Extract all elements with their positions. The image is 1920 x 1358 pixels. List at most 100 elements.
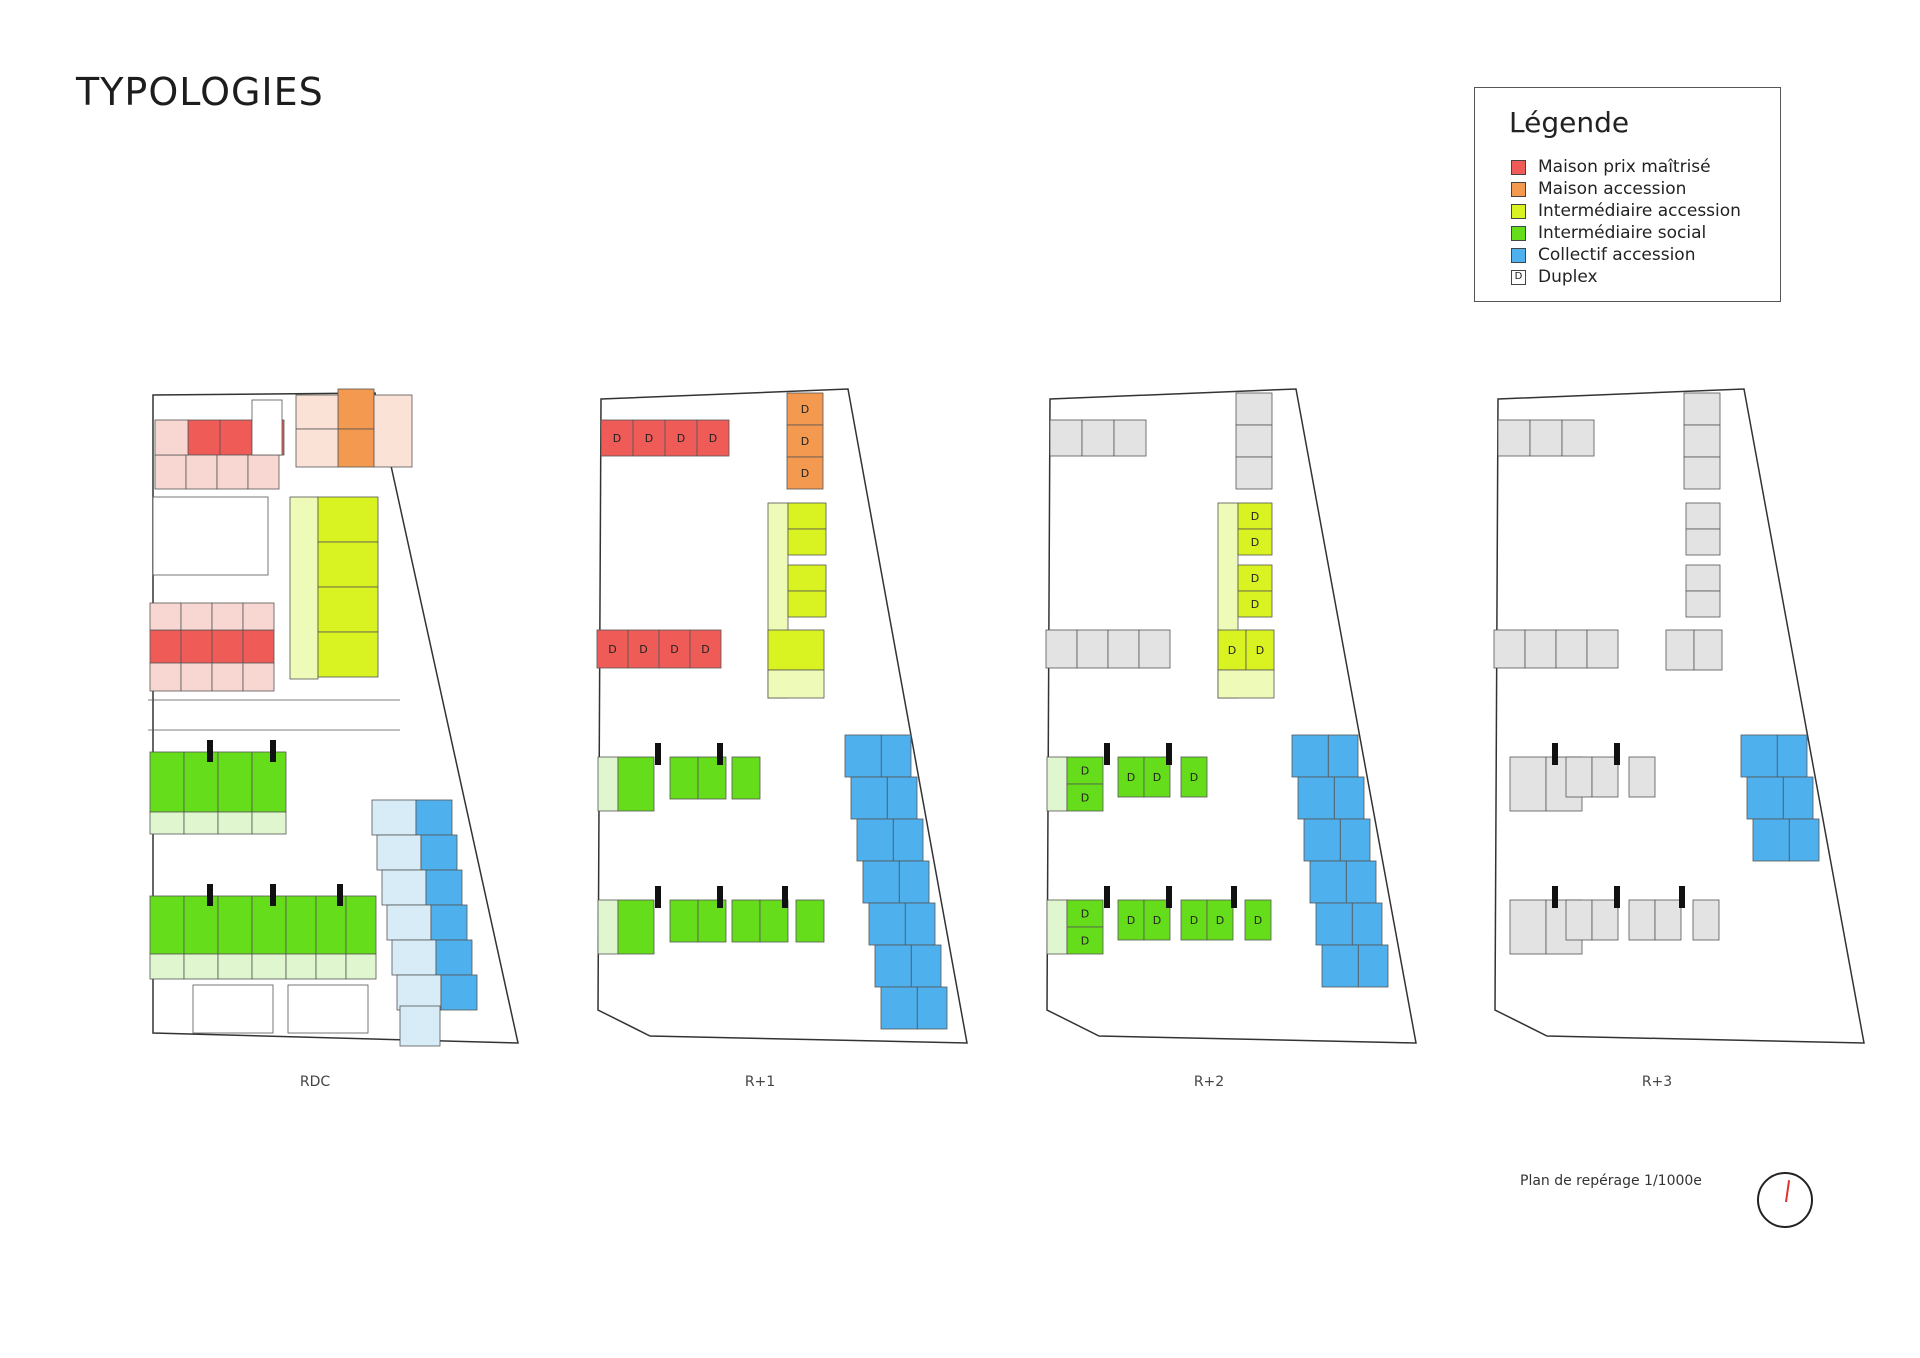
maison-light-unit [295,428,339,468]
stair-core [270,884,276,906]
collectif-unit [1740,734,1778,778]
intermediaire-social-light [285,953,317,980]
maison-prix-maitrise-unit [689,629,722,669]
plan-label-rdc: RDC [300,1074,331,1090]
inactive-unit [1565,899,1593,941]
maison-prix-maitrise-unit [187,419,221,456]
legend-list: Maison prix maîtrisé Maison accession In… [1511,156,1741,288]
intermediaire-social-light [315,953,347,980]
maison-prix-maitrise-unit [632,419,666,457]
intermediaire-social-light [217,953,253,980]
intermediaire-social-unit [669,756,699,800]
legend-label: Collectif accession [1538,245,1696,265]
duplex-mark: D [639,643,647,656]
intermediaire-social-light [149,953,185,980]
inactive-unit [1493,629,1526,669]
duplex-mark: D [1251,536,1259,549]
collectif-unit [1782,776,1814,820]
collectif-unit [1309,860,1347,904]
intermediaire-social-unit [251,895,287,955]
scale-note: Plan de repérage 1/1000e [1520,1173,1702,1189]
intermediaire-social-unit [345,895,377,955]
intermediaire-accession-light [289,496,319,680]
maison-prix-maitrise-unit [219,419,253,456]
collectif-unit [880,986,918,1030]
intermediaire-social-unit [669,899,699,943]
plan-r3 [1493,388,1865,1044]
inactive-unit [1591,899,1619,941]
collectif-unit [440,974,478,1011]
inactive-unit [1113,419,1147,457]
stair-core [270,740,276,762]
collectif-unit [904,902,936,946]
intermediaire-social-unit [617,899,655,955]
stair-core [717,886,723,908]
duplex-mark: D [1190,771,1198,784]
intermediaire-accession-unit [787,502,827,530]
maison-prix-maitrise-unit [627,629,660,669]
inactive-unit [1138,629,1171,669]
collectif-unit [868,902,906,946]
intermediaire-accession-unit [787,564,827,592]
intermediaire-social-light [597,756,619,812]
collectif-unit [430,904,468,941]
maison-light-unit [247,454,280,490]
legend-label: Duplex [1538,267,1598,287]
maison-prix-maitrise-unit [600,419,634,457]
inactive-unit [1628,899,1656,941]
intermediaire-accession-light [767,669,825,699]
inactive-unit [1628,756,1656,798]
duplex-mark: D [1081,792,1089,805]
stair-core [717,743,723,765]
plan-label-r2: R+2 [1194,1074,1224,1090]
duplex-mark: D [1127,914,1135,927]
duplex-mark: D [1190,914,1198,927]
legend-title: Légende [1509,106,1630,139]
collectif-unit [1297,776,1335,820]
intermediaire-social-light [149,811,185,835]
maison-accession-unit [337,388,375,430]
intermediaire-social-unit [251,751,287,813]
legend: Légende Maison prix maîtrisé Maison acce… [1474,87,1781,302]
duplex-mark: D [670,643,678,656]
collectif-unit [1357,944,1389,988]
collectif-unit [386,904,432,941]
duplex-mark: D [645,432,653,445]
inactive-unit [1235,424,1273,458]
maison-light-unit [211,662,244,692]
inactive-unit [1524,629,1557,669]
stair-core [1166,743,1172,765]
collectif-unit [376,834,422,871]
maison-light-unit [211,602,244,631]
inactive-unit [1692,899,1720,941]
intermediaire-social-unit [731,899,761,943]
collectif-unit [391,939,437,976]
inactive-unit [1561,419,1595,457]
intermediaire-accession-unit [317,496,379,543]
inactive-unit [1076,629,1109,669]
inactive-unit [1555,629,1588,669]
intermediaire-accession-unit [317,631,379,678]
intermediaire-social-light [1046,899,1068,955]
inactive-unit [1665,629,1695,671]
inactive-unit [1685,528,1721,556]
intermediaire-accession-unit [1237,502,1273,530]
inactive-unit [1529,419,1563,457]
legend-label: Intermédiaire accession [1538,201,1741,221]
maison-prix-maitrise-unit [242,629,275,664]
duplex-mark: D [1081,935,1089,948]
maison-light-unit [180,662,213,692]
inactive-unit [1654,899,1682,941]
intermediaire-accession-unit [317,541,379,588]
intermediaire-social-unit [285,895,317,955]
maison-prix-maitrise-unit [664,419,698,457]
intermediaire-social-unit [1244,899,1272,941]
inactive-unit [1045,629,1078,669]
collectif-unit [1327,734,1359,778]
north-arrow-needle [1785,1180,1791,1203]
legend-swatch [1511,247,1526,263]
intermediaire-social-unit [1206,899,1234,941]
collectif-unit [1788,818,1820,862]
